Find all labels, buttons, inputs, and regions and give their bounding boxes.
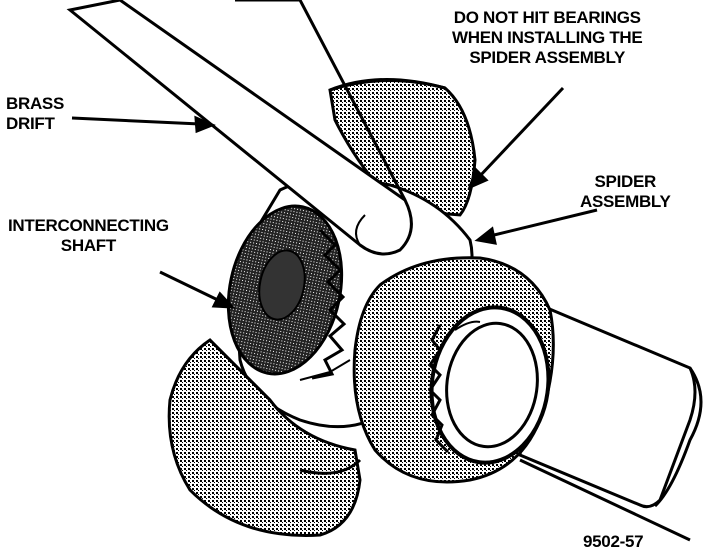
interconnecting-shaft-disc <box>226 204 351 381</box>
right-bearing-cup <box>352 256 555 484</box>
right-shaft <box>518 302 703 509</box>
bottom-bearing-cup <box>167 338 362 537</box>
spider-assembly-label: SPIDER ASSEMBLY <box>580 172 671 211</box>
brass-drift-label: BRASS DRIFT <box>6 94 65 133</box>
interconnecting-shaft-label: INTERCONNECTING SHAFT <box>8 216 169 255</box>
do-not-hit-bearings-label: DO NOT HIT BEARINGS WHEN INSTALLING THE … <box>452 8 643 67</box>
brass-drift-rod <box>66 0 413 256</box>
leader-lines <box>71 86 691 542</box>
figure-number: 9502-57 <box>583 532 644 551</box>
